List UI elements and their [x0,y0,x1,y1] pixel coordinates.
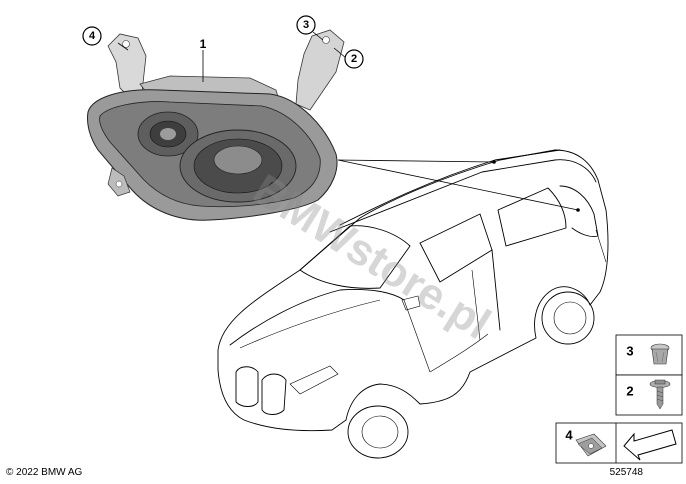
callout-2: 2 [344,49,364,69]
watermark-text: BMWstore.pl [245,165,499,349]
vehicle-outline [217,149,609,459]
legend-box-screw [615,374,683,416]
leader-lines [117,31,580,212]
clip-nut-icon [575,433,607,457]
callout-1-label: 1 [200,37,207,51]
legend-label-4: 4 [565,428,573,443]
direction-arrow-icon [623,429,677,461]
screw-icon [649,379,671,410]
speaker-assembly [87,29,345,221]
callout-4: 4 [82,26,102,46]
copyright-text: © 2022 BMW AG [6,467,83,478]
callout-1: 1 [200,37,207,51]
legend-label-2: 2 [626,384,633,399]
callout-4-label: 4 [89,30,96,42]
callout-3: 3 [296,15,316,35]
legend-box-expanding-nut [615,334,683,376]
legend-label-3: 3 [626,344,633,359]
expanding-nut-icon [650,343,670,365]
parts-legend: 3 2 4 [555,334,683,464]
callout-2-label: 2 [351,53,357,65]
diagram-number: 525748 [610,467,644,478]
callout-3-label: 3 [303,19,309,31]
